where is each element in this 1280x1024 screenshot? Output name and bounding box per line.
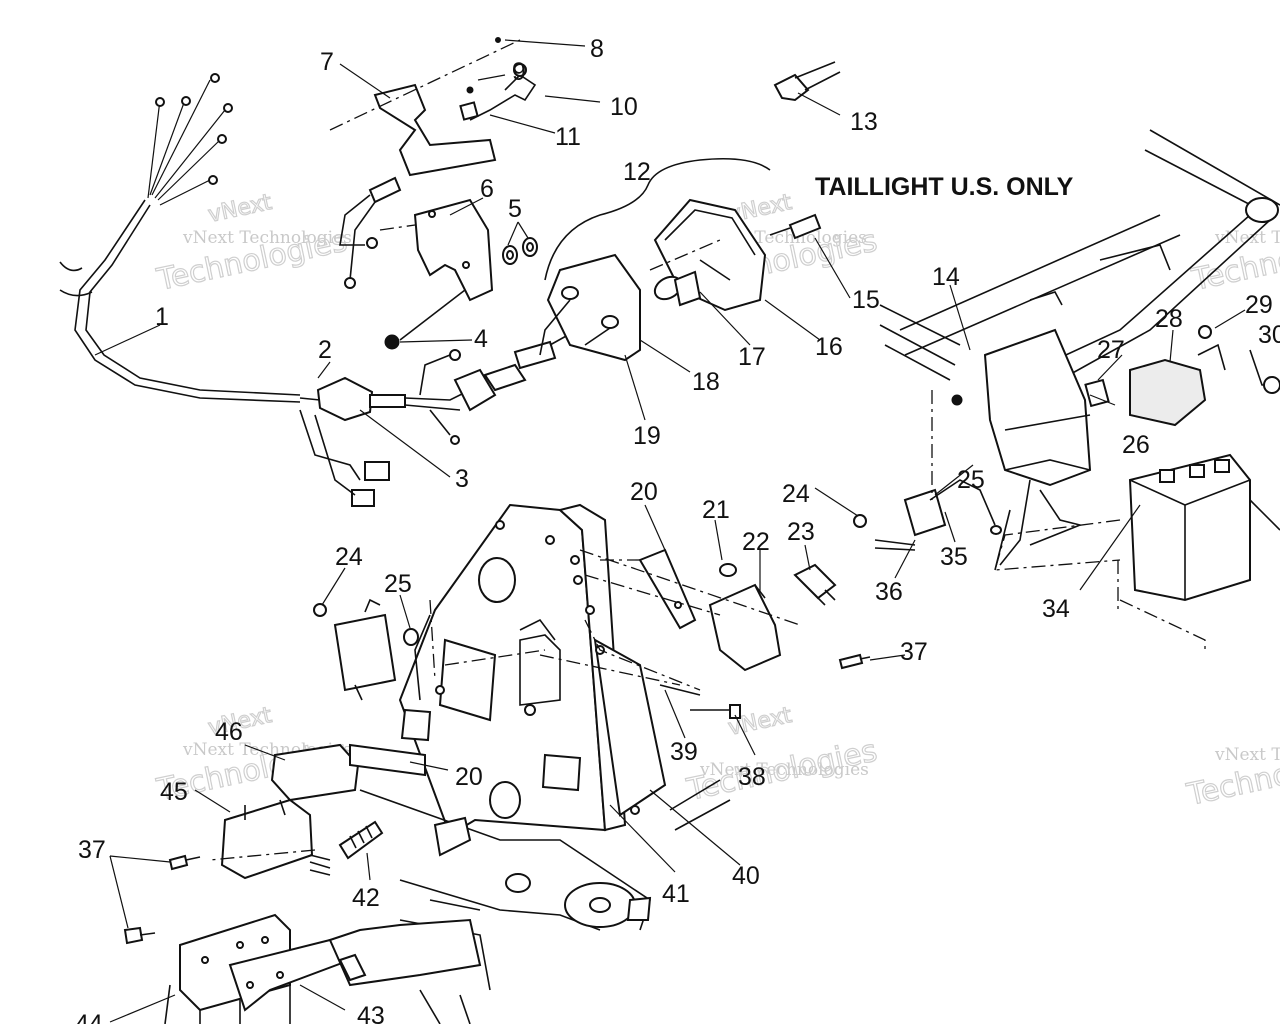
voltage-regulator <box>270 743 360 802</box>
callout-20-upper: 20 <box>630 478 658 506</box>
callout-36: 36 <box>875 578 903 606</box>
lock-washer <box>502 237 538 265</box>
frame-lower <box>359 779 731 1024</box>
callout-24-right: 24 <box>782 480 810 508</box>
callout-18: 18 <box>692 368 720 396</box>
callout-4: 4 <box>474 325 488 353</box>
callout-1: 1 <box>155 303 169 331</box>
callout-28: 28 <box>1155 305 1183 333</box>
electrical-mounting-plate <box>398 503 667 837</box>
callout-34: 34 <box>1042 595 1070 623</box>
callout-25-right: 25 <box>957 466 985 494</box>
lens-screw <box>769 213 822 240</box>
battery-bolt <box>1197 325 1280 394</box>
callout-26: 26 <box>1122 431 1150 459</box>
watermark-big: Technologies <box>683 734 880 809</box>
callout-8: 8 <box>590 35 604 63</box>
mounting-strap <box>638 548 697 630</box>
headlight-switch <box>316 349 471 445</box>
fuse <box>338 820 384 860</box>
callout-27: 27 <box>1097 336 1125 364</box>
callout-46: 46 <box>215 718 243 746</box>
battery-bracket <box>983 328 1110 571</box>
callout-11: 11 <box>555 123 581 151</box>
callout-19: 19 <box>633 422 661 450</box>
starter-relay <box>708 563 782 672</box>
callout-12: 12 <box>623 158 651 186</box>
diagram-title: TAILLIGHT U.S. ONLY <box>815 173 1074 201</box>
watermark-text: vNext Technologies <box>182 228 352 248</box>
wiring-harness <box>59 73 390 507</box>
callout-29: 29 <box>1245 291 1273 319</box>
battery-cable <box>853 390 1002 551</box>
ignition-coil <box>313 598 419 701</box>
callout-24-left: 24 <box>335 543 363 571</box>
mounting-bracket <box>329 37 537 177</box>
mounting-strap <box>349 743 426 777</box>
callout-14: 14 <box>932 263 960 291</box>
callout-9: 9 <box>512 58 526 86</box>
leader-lines <box>94 39 1246 1023</box>
callout-45: 45 <box>160 778 188 806</box>
callout-3: 3 <box>455 465 469 493</box>
callout-21: 21 <box>702 496 730 524</box>
callout-16: 16 <box>815 333 843 361</box>
cdi-module <box>220 798 331 880</box>
watermark-text: vNext Technologies <box>1214 745 1280 765</box>
callout-43: 43 <box>357 1002 385 1024</box>
callout-10: 10 <box>610 93 638 121</box>
callout-6: 6 <box>480 175 494 203</box>
callout-37-left: 37 <box>78 836 106 864</box>
callout-37-right: 37 <box>900 638 928 666</box>
frame-upper-right <box>879 129 1280 381</box>
fuse-holder <box>793 563 837 606</box>
mounting-block <box>164 913 482 1024</box>
battery-cover <box>1129 358 1207 427</box>
callout-44: 44 <box>75 1010 103 1024</box>
taillight-bulb <box>653 270 702 307</box>
callout-7: 7 <box>320 48 334 76</box>
callout-13: 13 <box>850 108 878 136</box>
callout-39: 39 <box>670 738 698 766</box>
watermark-text: vNext Technologies <box>699 760 869 780</box>
battery <box>1128 453 1280 602</box>
mounting-bolt <box>123 653 871 945</box>
callout-38: 38 <box>738 763 766 791</box>
callout-5: 5 <box>508 195 522 223</box>
callout-41: 41 <box>662 880 690 908</box>
callout-25-left: 25 <box>384 570 412 598</box>
callout-30: 30 <box>1258 321 1280 349</box>
group-bracket-line <box>544 157 771 281</box>
license-plate-bracket <box>379 198 494 341</box>
callout-22: 22 <box>742 528 770 556</box>
watermark-brand: vNext <box>206 190 274 228</box>
ground-wire <box>339 176 402 289</box>
callout-20-lower: 20 <box>455 763 483 791</box>
bulb-socket <box>773 61 841 102</box>
callout-23: 23 <box>787 518 815 546</box>
callout-42: 42 <box>352 884 380 912</box>
callout-17: 17 <box>738 343 766 371</box>
taillight-base <box>539 253 641 362</box>
callout-40: 40 <box>732 862 760 890</box>
callout-labels: 1 2 3 4 5 6 7 8 9 10 11 12 13 14 15 16 1… <box>75 35 1280 1024</box>
callout-2: 2 <box>318 336 332 364</box>
callout-15: 15 <box>852 286 880 314</box>
callout-35: 35 <box>940 543 968 571</box>
